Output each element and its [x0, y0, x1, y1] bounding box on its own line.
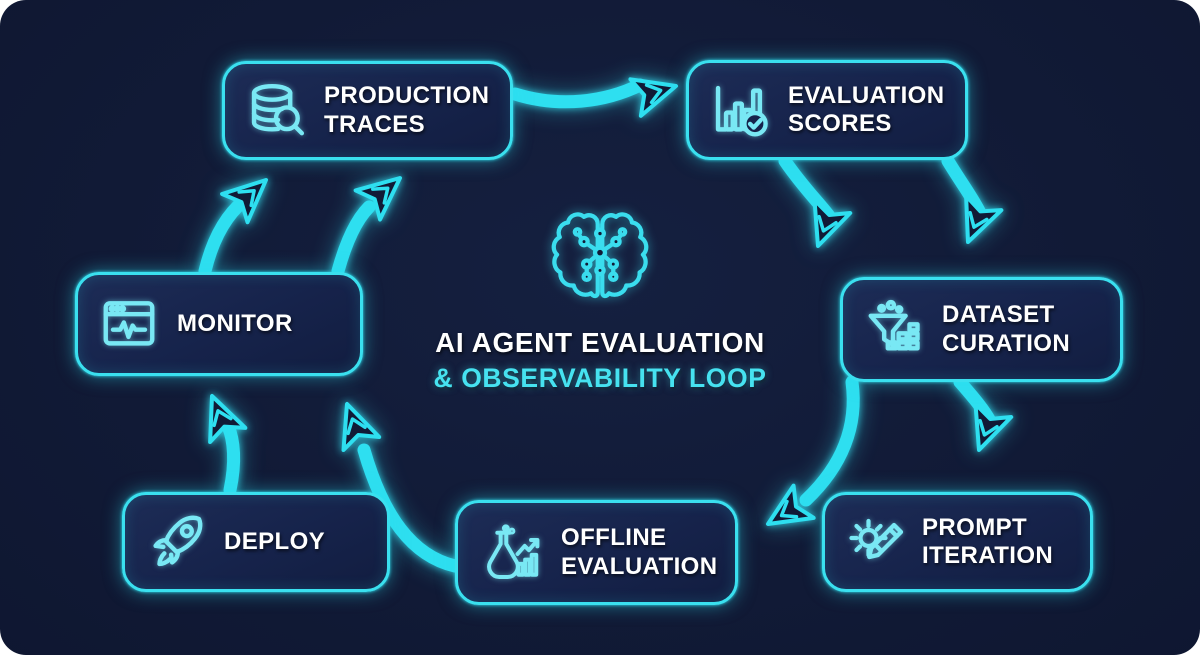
node-evaluation-scores: EVALUATION SCORES: [686, 60, 968, 160]
node-monitor: MONITOR: [75, 272, 363, 376]
funnel-data-icon: [868, 299, 920, 351]
node-label: PRODUCTION TRACES: [324, 82, 490, 138]
node-prompt-iteration: PROMPT ITERATION: [822, 492, 1093, 592]
node-label: DATASET CURATION: [942, 301, 1071, 357]
center-title-group: AI AGENT EVALUATION & OBSERVABILITY LOOP: [370, 204, 830, 394]
browser-pulse-icon: [103, 301, 155, 346]
node-label: DEPLOY: [224, 527, 326, 555]
rocket-icon: [153, 515, 203, 567]
diagram-title-line1: AI AGENT EVALUATION: [435, 327, 765, 358]
node-label: EVALUATION SCORES: [788, 81, 945, 137]
gear-pencil-icon: [849, 518, 904, 560]
node-deploy: DEPLOY: [122, 492, 390, 592]
database-search-icon: [251, 83, 305, 135]
node-label: PROMPT ITERATION: [922, 513, 1054, 569]
node-label: MONITOR: [177, 309, 293, 337]
node-production-traces: PRODUCTION TRACES: [222, 61, 513, 160]
flask-trend-icon: [487, 523, 540, 579]
node-offline-evaluation: OFFLINE EVALUATION: [455, 500, 738, 605]
bar-chart-check-icon: [715, 85, 768, 137]
diagram-title-line2: & OBSERVABILITY LOOP: [433, 363, 767, 393]
node-label: OFFLINE EVALUATION: [561, 524, 718, 580]
brain-circuit-icon: [551, 204, 654, 308]
node-dataset-curation: DATASET CURATION: [840, 277, 1123, 382]
